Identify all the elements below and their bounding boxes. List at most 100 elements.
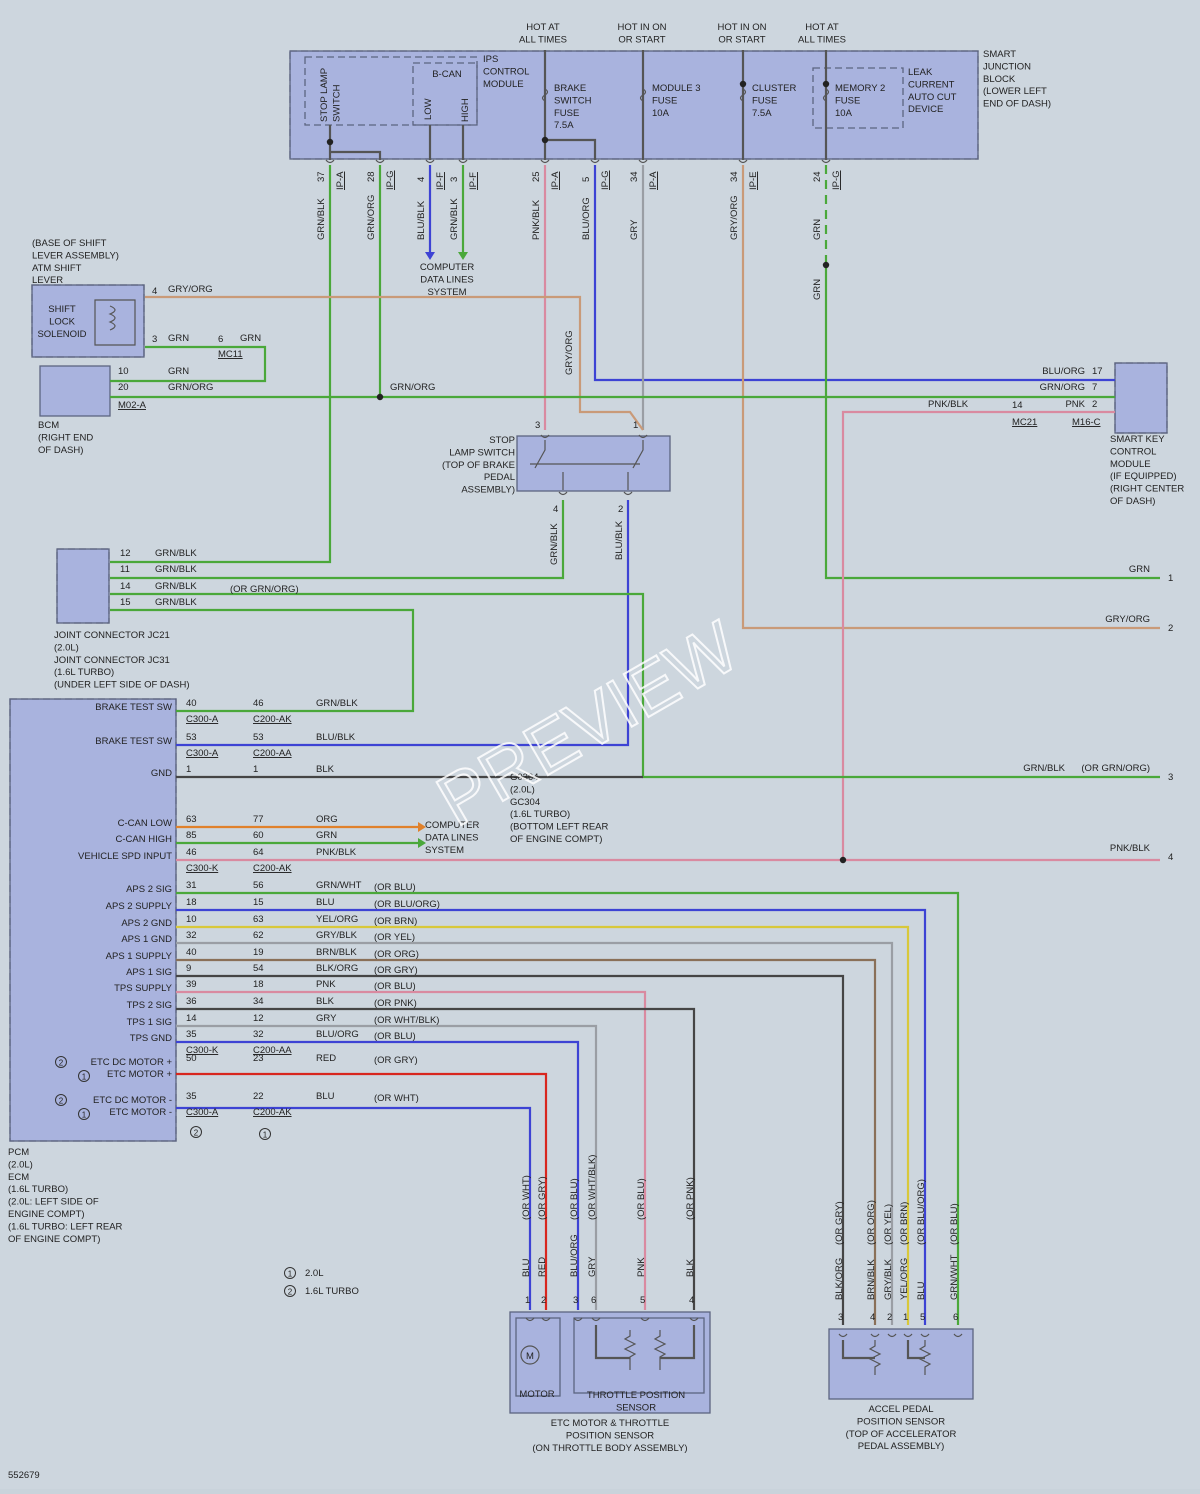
pcm-c2-0: C200-AK [253,714,292,725]
pcm-c2-18: C200-AK [253,1107,292,1118]
sjb-wire-7: GRY/ORG [729,195,740,240]
etc-pin-4: 5 [640,1295,645,1306]
sjb-wire-0: GRN/BLK [316,198,327,240]
sjb-terminal-0 [325,159,335,164]
sjb-dot-0 [326,138,334,146]
pcm-p1-3: 63 [186,814,197,825]
aps-pin-0: 3 [838,1312,843,1323]
pcm-wire-13: BLK [316,996,335,1007]
pcm-wire-1: BLU/BLK [316,732,356,743]
pcm-wire-14: GRY [316,1013,337,1024]
pcm-pin-name-13: TPS 2 SIG [127,1000,172,1011]
pcm-alt-11: (OR GRY) [374,965,418,976]
bcm-splice-wire: GRN/ORG [390,382,435,393]
skm-pin-2: 2 [1092,399,1097,410]
var-sym-a-num: 2 [59,1058,64,1067]
sjb-pin-8: 24 [812,171,823,182]
fuse-icon-3 [822,88,830,102]
bcm-conn: M02-A [118,400,147,411]
wire-jc-15 [110,608,415,713]
grn-lower-label: GRN [812,279,823,300]
bcm-pin-20: 20 [118,382,129,393]
etc-pin-2: 3 [573,1295,578,1306]
right-alt-2: (OR GRN/ORG) [1081,763,1150,774]
pcm-pin-name-14: TPS 1 SIG [127,1017,172,1028]
pcm-wire-15: BLU/ORG [316,1029,359,1040]
var-sym-d [78,1108,90,1120]
aps-alt-0: (OR GRY) [834,1201,845,1245]
pcm-alt-16: (OR GRY) [374,1055,418,1066]
sjb-conn-0: IP-A [335,171,346,190]
etc-alt-2: (OR BLU) [569,1178,580,1220]
var-sym-c [55,1094,67,1106]
arrow-ccan-low-icon [418,822,426,832]
pcm-p2-13: 34 [253,996,264,1007]
diagram-id: 552679 [8,1470,40,1481]
aps-terminal-2 [887,1333,897,1338]
bcan-low-label: LOW [423,98,434,120]
arrow-ccan-high-icon [418,838,426,848]
pcm-wire-18: BLU [316,1091,335,1102]
tps-pot-1-icon [623,1330,637,1370]
right-wire-3: PNK/BLK [1110,843,1151,854]
pcm-p2-12: 18 [253,979,264,990]
sjb-pin-6: 34 [629,171,640,182]
leak-cut-device [812,67,904,129]
var-sym-b [78,1070,90,1082]
pcm-wire-7: BLU [316,897,335,908]
var-sym-c-num: 2 [59,1096,64,1105]
switch-contacts-icon [530,440,644,490]
wire-jc-12 [110,165,332,564]
pcm-alt-6: (OR BLU) [374,882,416,893]
aps-alt-4: (OR BLU/ORG) [916,1179,927,1245]
var-sym-b-num: 1 [82,1072,87,1081]
sjb-wire-4: PNK/BLK [531,199,542,240]
pcm-p2-14: 12 [253,1013,264,1024]
stop-lamp-switch-label: STOP LAMPSWITCH [319,68,342,122]
etc-pin-0: 1 [525,1295,530,1306]
pcm-c1-0: C300-A [186,714,219,725]
sjb-wire-8: GRN [812,219,823,240]
right-num-0: 1 [1168,573,1173,584]
mc11-pin: 6 [218,334,223,345]
jc-alt-2: (OR GRN/ORG) [230,584,299,595]
skm-wire-2: PNK [1065,399,1085,410]
pcm-p1-4: 85 [186,830,197,841]
stop-wire-2: BLU/BLK [614,520,625,560]
legend-sym-1 [284,1285,296,1297]
sjb-wire-2: BLU/BLK [416,200,427,240]
stop-wire-4: GRN/BLK [549,523,560,565]
sjb-conn-4: IP-A [550,171,561,190]
var-sym-a [55,1056,67,1068]
sjb-conn-3: IP-F [468,172,479,190]
sjb-terminal-7 [738,159,748,164]
wire-aps-5 [176,974,845,1325]
arrow-can-high-icon [458,252,468,260]
vspd-splice-dot [839,856,847,864]
mc21-wire: PNK/BLK [928,399,969,410]
sjb-conn-5: IP-G [600,170,611,190]
sjb-int-2 [330,150,382,160]
pcm-p2-10: 19 [253,947,264,958]
pcm-c1-18: C300-A [186,1107,219,1118]
aps-terminal-3 [903,1333,913,1338]
etc-terminal-4 [640,1317,650,1322]
sjb-terminal-8 [821,159,831,164]
jc-pin-1: 11 [120,564,130,575]
right-num-3: 4 [1168,852,1173,863]
wire-tps-1 [176,1024,598,1310]
shift-wire-3: GRN [168,333,189,344]
joint-connector-box [56,548,110,624]
sjb-pin-7: 34 [729,171,740,182]
sjb-terminal-5 [590,159,600,164]
etc-alt-1: (OR GRY) [537,1176,548,1220]
wire-tps-gnd [176,1040,580,1310]
legend-sym-0-num: 1 [288,1269,293,1278]
